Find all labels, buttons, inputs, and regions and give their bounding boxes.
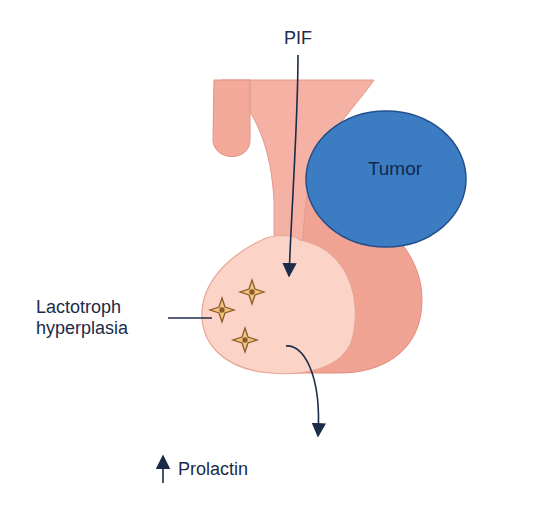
lactotroph-cells: [210, 280, 264, 352]
part-label: Lactotroph hyperplasia: [36, 297, 156, 339]
part-label: Prolactin: [178, 459, 298, 480]
part-label: PIF: [284, 28, 344, 49]
secretion-arrow: [286, 346, 319, 436]
increase-arrow: [162, 456, 164, 483]
pif-arrow: [289, 55, 298, 276]
anterior-lobe: [202, 236, 355, 374]
node-label: Tumor: [305, 158, 467, 180]
tumor-shape: Tumor: [305, 110, 467, 248]
leader-line: [168, 317, 212, 318]
optic-chiasm: [213, 80, 250, 157]
tumor-ellipse: [306, 111, 466, 247]
